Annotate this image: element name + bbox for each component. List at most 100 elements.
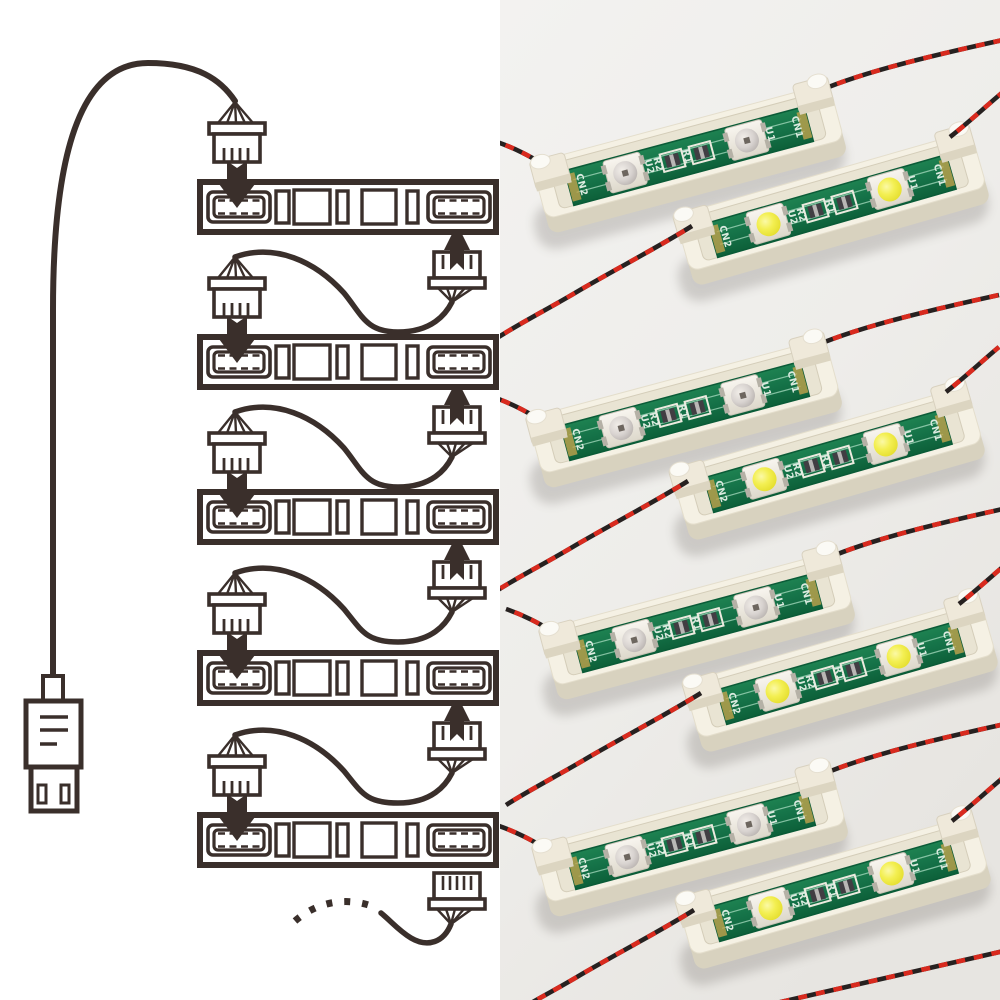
module-pair-group: CN2 U2 R2 R1 U1 CN1: [500, 292, 1000, 592]
label-u2: U2: [638, 413, 653, 430]
led-module-unlit: CN2 U2 R2 R1 U1 CN1: [531, 757, 848, 934]
connector-cn2: [668, 459, 712, 500]
loose-cable: [378, 910, 454, 946]
label-r2: R2: [793, 206, 808, 223]
led-u2: [739, 457, 790, 500]
usb-contact-slot: [59, 783, 71, 805]
pcb-pad-right: [798, 794, 815, 824]
twisted-wire-red: [944, 345, 1000, 394]
label-r2: R2: [789, 461, 804, 478]
label-u1: U1: [907, 858, 922, 876]
led-u2: [745, 886, 796, 929]
wiring-diagram: [23, 59, 496, 946]
link-cable: [232, 249, 455, 335]
led-u1: [724, 803, 774, 845]
usb-plug: [23, 674, 84, 814]
twisted-wire-red: [531, 908, 696, 1000]
twisted-wire-red: [820, 507, 1000, 564]
resistor-r2: [667, 614, 696, 641]
connector-cn1: [801, 540, 844, 582]
label-r2: R2: [795, 890, 810, 907]
module-pair-group: CN2 U2 R2 R1 U1 CN1: [504, 507, 1000, 807]
pcb-pad-right: [940, 842, 958, 872]
connector-cn2: [525, 407, 568, 447]
led-module-unlit: CN2 U2 R2 R1 U1 CN1: [525, 328, 842, 505]
resistor-r2: [654, 402, 683, 429]
pcb-pad-right: [805, 577, 822, 607]
label-r1: R1: [822, 198, 837, 215]
led-u1: [866, 852, 917, 894]
label-r2: R2: [802, 673, 817, 690]
label-u1: U1: [771, 593, 786, 610]
connector-cn1: [788, 328, 831, 370]
led-module-unlit: CN2 U2 R2 R1 U1 CN1: [538, 540, 855, 717]
resistor-r2: [660, 831, 689, 858]
label-r1: R1: [675, 403, 689, 420]
label-r2: R2: [646, 411, 660, 428]
pcb-pad-right: [796, 110, 813, 140]
connector-cn2: [538, 619, 581, 659]
led-u2: [602, 835, 652, 878]
resistor-r2: [801, 197, 830, 224]
connector-cn1: [794, 757, 837, 799]
label-u2: U2: [644, 842, 659, 859]
resistor-r2: [810, 664, 839, 691]
twisted-wire-red: [505, 606, 563, 639]
twisted-wire-red: [811, 38, 1000, 97]
label-u2: U2: [787, 893, 802, 911]
label-u1: U1: [758, 381, 773, 398]
label-r1: R1: [831, 665, 846, 682]
led-dome: [879, 861, 904, 886]
usb-body-lines: [40, 715, 68, 746]
label-r1: R1: [824, 882, 839, 899]
led-module-unlit: CN2 U2 R2 R1 U1 CN1: [529, 73, 846, 250]
twisted-wire-red: [500, 823, 556, 856]
pcb-pad-right: [938, 158, 956, 188]
twisted-wire-red: [500, 140, 554, 172]
led-dome: [758, 896, 783, 921]
link-cable: [232, 727, 455, 806]
label-r2: R2: [659, 623, 673, 640]
connector-cn2: [529, 152, 572, 192]
twisted-wire-red: [500, 397, 550, 427]
led-dome: [886, 644, 911, 669]
twisted-wire-red: [813, 722, 1000, 781]
twisted-wire-red: [779, 949, 1000, 1000]
led-dome: [873, 432, 898, 457]
led-u2: [600, 151, 650, 194]
twisted-wire-red: [500, 479, 690, 592]
led-module-lit: CN2 U2 R2 R1 U1 CN1: [668, 376, 985, 557]
label-r1: R1: [818, 453, 833, 470]
led-u1: [722, 119, 772, 161]
twisted-wire-red: [950, 777, 1000, 823]
twisted-wire-red: [807, 292, 1000, 352]
led-module-lit: CN2 U2 R2 R1 U1 CN1: [672, 121, 989, 302]
pcb-pad-right: [947, 625, 965, 655]
resistor-r1: [683, 394, 712, 421]
twisted-wire-red: [948, 91, 1000, 139]
led-dome: [756, 212, 781, 237]
usb-cable: [50, 59, 238, 679]
pcb-pad-right: [934, 413, 952, 443]
resistor-r1: [839, 656, 868, 683]
label-u1: U1: [914, 641, 929, 659]
led-u1: [718, 374, 768, 416]
led-u2: [752, 669, 803, 712]
resistor-r1: [832, 873, 861, 900]
led-u2: [609, 618, 659, 661]
link-cable: [232, 404, 455, 490]
label-u1: U1: [901, 429, 916, 447]
label-r2: R2: [652, 840, 666, 857]
resistor-r1: [689, 823, 718, 850]
led-u2: [596, 406, 646, 449]
usb-contact-slot: [36, 783, 48, 805]
label-u1: U1: [762, 126, 777, 143]
led-u1: [864, 168, 915, 210]
led-module-lit: CN2 U2 R2 R1 U1 CN1: [681, 588, 998, 769]
label-u2: U2: [794, 676, 809, 694]
module-pair-group: CN2 U2 R2 R1 U1 CN1: [500, 38, 1000, 339]
label-u2: U2: [642, 158, 657, 175]
label-r1: R1: [681, 832, 695, 849]
